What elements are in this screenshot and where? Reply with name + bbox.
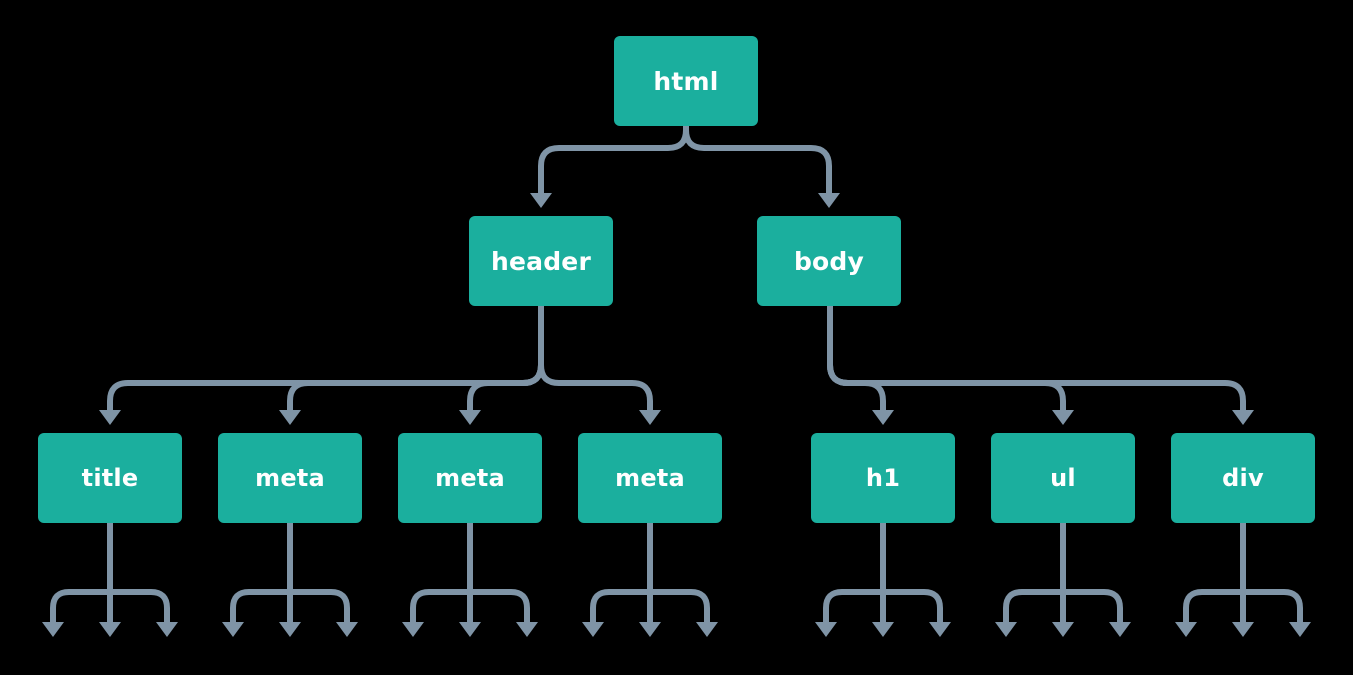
connector-arrowhead <box>516 622 538 637</box>
connector-line <box>538 126 689 193</box>
node-label-html: html <box>653 66 719 96</box>
connector-line <box>827 306 1246 410</box>
node-header[interactable]: header <box>469 216 613 306</box>
node-title[interactable]: title <box>38 433 182 523</box>
connector-line <box>827 306 1066 410</box>
connector-arrowhead <box>639 622 661 637</box>
connector-line <box>410 589 470 622</box>
connector-line <box>1183 589 1243 622</box>
connector-line <box>883 589 943 622</box>
connector-line <box>287 306 544 410</box>
connector-arrowhead <box>1052 622 1074 637</box>
connector-arrowhead <box>582 622 604 637</box>
connector-arrowhead <box>459 622 481 637</box>
connector-line <box>290 589 350 622</box>
connector-line <box>230 589 290 622</box>
connector-arrowhead <box>1289 622 1311 637</box>
node-label-div: div <box>1222 464 1264 492</box>
connector-arrowhead <box>872 410 894 425</box>
connector-arrowhead <box>818 193 840 208</box>
node-ul[interactable]: ul <box>991 433 1135 523</box>
connector-arrowhead <box>1175 622 1197 637</box>
connector-arrowhead <box>872 622 894 637</box>
connector-line <box>650 589 710 622</box>
connector-arrowhead <box>279 622 301 637</box>
node-html[interactable]: html <box>614 36 758 126</box>
connector-line <box>823 589 883 622</box>
connector-arrowhead <box>530 193 552 208</box>
connector-arrowhead <box>222 622 244 637</box>
node-meta3[interactable]: meta <box>578 433 722 523</box>
connector-line <box>538 306 653 410</box>
connector-arrowhead <box>696 622 718 637</box>
connector-arrowhead <box>929 622 951 637</box>
connector-line <box>1003 589 1063 622</box>
connector-arrowhead <box>156 622 178 637</box>
node-label-h1: h1 <box>865 464 901 492</box>
node-label-meta2: meta <box>435 464 505 492</box>
connector-line <box>590 589 650 622</box>
node-meta1[interactable]: meta <box>218 433 362 523</box>
node-label-title: title <box>81 464 139 492</box>
connector-line <box>110 589 170 622</box>
node-label-meta1: meta <box>255 464 325 492</box>
connector-arrowhead <box>42 622 64 637</box>
connector-arrowhead <box>459 410 481 425</box>
node-label-header: header <box>490 246 591 276</box>
connector-line <box>683 126 832 193</box>
node-h1[interactable]: h1 <box>811 433 955 523</box>
connector-arrowhead <box>1232 622 1254 637</box>
node-body[interactable]: body <box>757 216 901 306</box>
connector-line <box>470 589 530 622</box>
connector-line <box>107 306 544 410</box>
connector-arrowhead <box>99 410 121 425</box>
node-label-meta3: meta <box>615 464 685 492</box>
connector-arrowhead <box>815 622 837 637</box>
connector-line <box>827 306 886 410</box>
connector-arrowhead <box>279 410 301 425</box>
connector-arrowhead <box>336 622 358 637</box>
connector-arrowhead <box>995 622 1017 637</box>
connector-arrowhead <box>639 410 661 425</box>
connector-line <box>1243 589 1303 622</box>
connector-arrowhead <box>1109 622 1131 637</box>
connector-arrowhead <box>99 622 121 637</box>
connector-arrowhead <box>1052 410 1074 425</box>
connector-line <box>467 306 544 410</box>
connector-arrowhead <box>402 622 424 637</box>
node-label-ul: ul <box>1050 464 1076 492</box>
node-label-body: body <box>793 246 865 276</box>
node-div[interactable]: div <box>1171 433 1315 523</box>
connector-line <box>50 589 110 622</box>
connector-line <box>1063 589 1123 622</box>
node-meta2[interactable]: meta <box>398 433 542 523</box>
connector-arrowhead <box>1232 410 1254 425</box>
